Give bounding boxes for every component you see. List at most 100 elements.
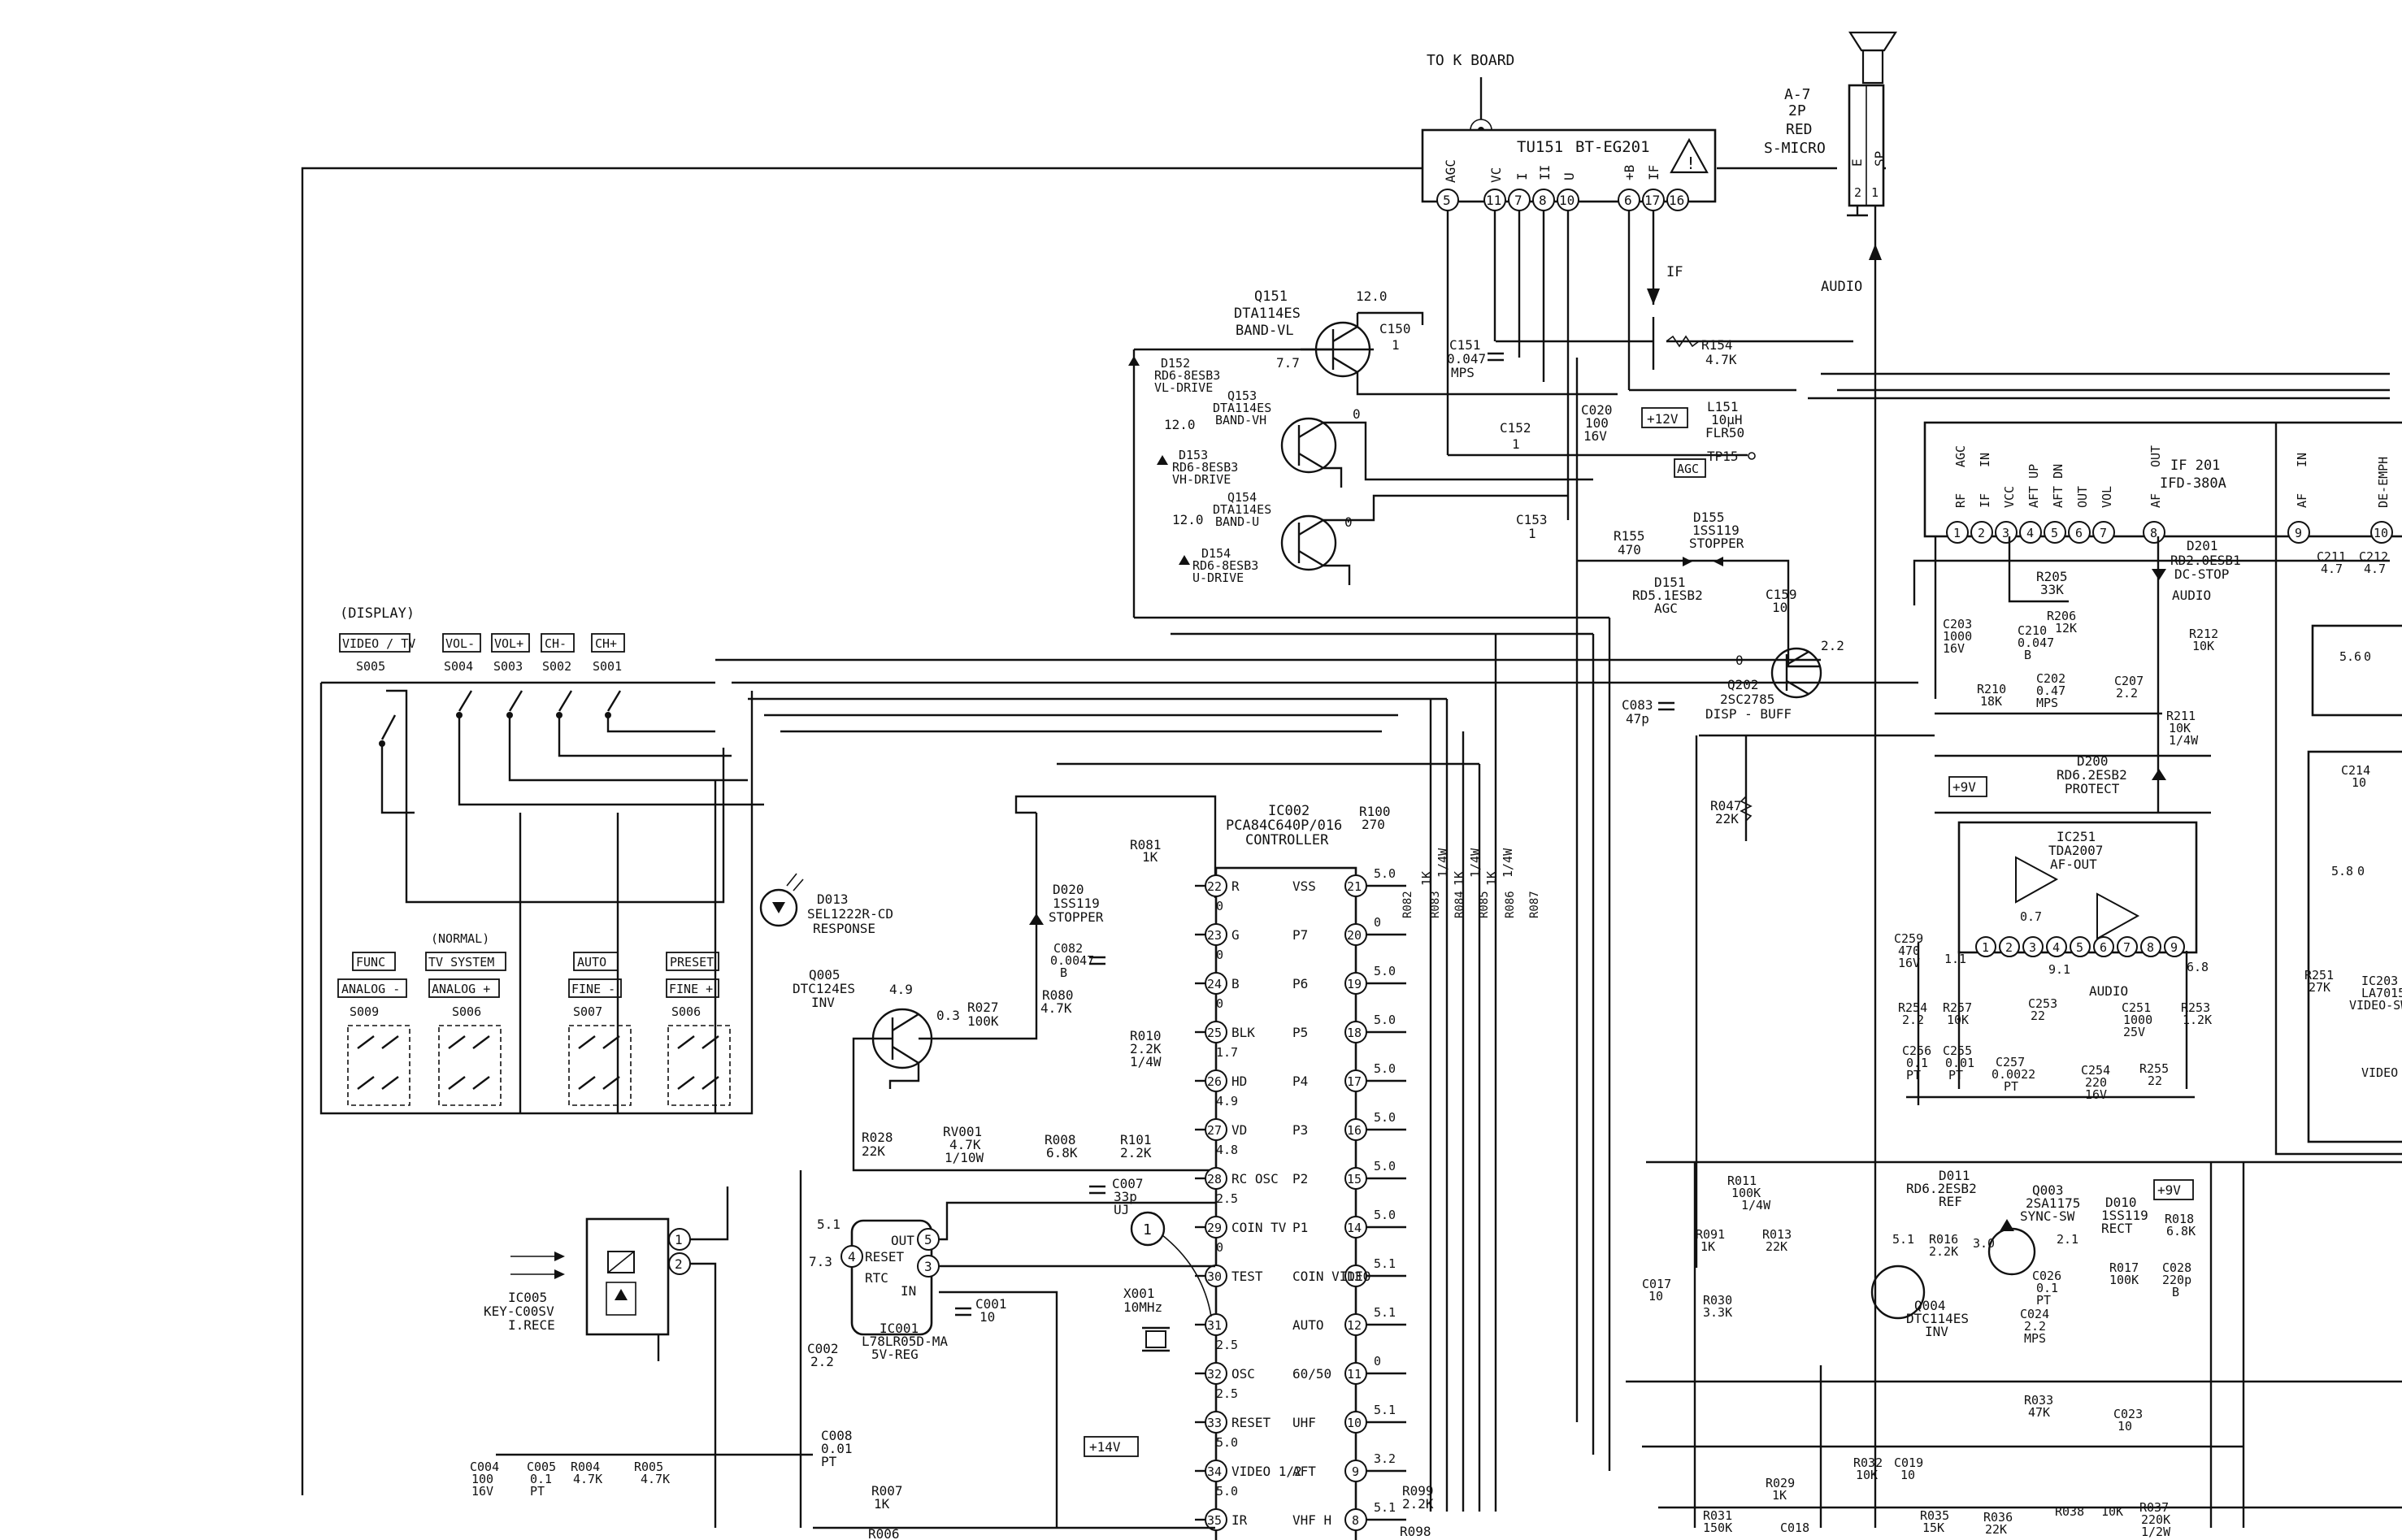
- svg-text:Q153: Q153: [1227, 388, 1257, 403]
- svg-text:C083: C083: [1622, 697, 1653, 713]
- svg-text:P7: P7: [1292, 927, 1308, 943]
- band-switch-section: Q151 DTA114ES BAND-VL 12.0 7.7 C150 1 C1…: [1128, 288, 1797, 618]
- svg-text:AF-OUT: AF-OUT: [2050, 857, 2097, 872]
- svg-text:DE-EMPH: DE-EMPH: [2376, 457, 2391, 508]
- svg-text:Q003: Q003: [2032, 1182, 2064, 1198]
- r047-ref: R047: [1710, 798, 1742, 813]
- svg-text:3: 3: [924, 1259, 932, 1274]
- svg-text:1: 1: [1528, 526, 1536, 541]
- svg-text:COIN VIDEO: COIN VIDEO: [1292, 1269, 1370, 1284]
- svg-text:R255: R255: [2139, 1061, 2169, 1076]
- svg-text:2SC2785: 2SC2785: [1720, 692, 1774, 707]
- svg-text:26: 26: [1207, 1074, 1222, 1089]
- svg-text:1K: 1K: [1419, 871, 1434, 886]
- tuner-pin-label-u: U: [1562, 172, 1577, 180]
- q202-buffer: 0 2.2 Q202 2SC2785 DISP - BUFF C083 47p: [1622, 638, 1844, 727]
- svg-text:21: 21: [1347, 879, 1362, 894]
- svg-text:10K: 10K: [1947, 1013, 1969, 1027]
- svg-text:5.1: 5.1: [1374, 1256, 1396, 1271]
- svg-text:0.047: 0.047: [1447, 351, 1486, 367]
- svg-text:13: 13: [1347, 1269, 1362, 1284]
- svg-text:2: 2: [675, 1256, 683, 1272]
- svg-text:16: 16: [1669, 193, 1684, 208]
- svg-text:3.2: 3.2: [1374, 1451, 1396, 1466]
- svg-text:R257: R257: [1943, 1000, 1972, 1015]
- svg-text:AFT DN: AFT DN: [2051, 464, 2065, 508]
- svg-text:D152: D152: [1161, 356, 1190, 371]
- a7-label-sp: SP: [1872, 151, 1887, 167]
- svg-text:RTC: RTC: [865, 1270, 888, 1286]
- audio-label-2: AUDIO: [2089, 983, 2128, 999]
- r100-ref: R100: [1359, 804, 1391, 819]
- svg-text:12.0: 12.0: [1164, 417, 1196, 432]
- if-area-wiring: [1808, 372, 2390, 814]
- svg-text:VD: VD: [1231, 1122, 1247, 1138]
- svg-text:D151: D151: [1654, 575, 1686, 590]
- svg-text:470: 470: [1898, 944, 1920, 958]
- c082-type: B: [1060, 965, 1067, 980]
- top-switch-symbols: [379, 689, 622, 747]
- svg-text:REF: REF: [1939, 1194, 1962, 1209]
- r101-ref: R101: [1120, 1132, 1152, 1147]
- svg-text:D011: D011: [1939, 1168, 1970, 1183]
- svg-text:P2: P2: [1292, 1171, 1308, 1186]
- svg-text:2.2: 2.2: [1821, 638, 1844, 653]
- switch-label-auto: AUTO: [577, 955, 606, 970]
- r212-ref: R212: [2189, 627, 2218, 641]
- svg-text:0.1: 0.1: [2036, 1281, 2058, 1295]
- switch-label-vol-minus: VOL-: [445, 636, 475, 651]
- svg-text:RECT: RECT: [2101, 1221, 2133, 1236]
- svg-text:8: 8: [2147, 940, 2154, 955]
- svg-text:1/4W: 1/4W: [1468, 848, 1483, 878]
- a7-pin-1: 1: [1871, 185, 1879, 200]
- svg-text:1: 1: [1392, 337, 1400, 353]
- svg-text:R251: R251: [2304, 968, 2334, 983]
- svg-text:BAND-VL: BAND-VL: [1236, 323, 1294, 339]
- switch-label-preset: PRESET: [670, 955, 714, 970]
- r205-ref: R205: [2036, 569, 2068, 584]
- svg-text:0.1: 0.1: [1906, 1056, 1928, 1070]
- ic002-pin-31: 312.5: [1195, 1313, 1238, 1352]
- svg-text:B: B: [2172, 1285, 2179, 1299]
- svg-text:PT: PT: [1906, 1068, 1921, 1082]
- svg-text:10K: 10K: [1856, 1468, 1878, 1482]
- r206-val: 12K: [2055, 621, 2077, 636]
- speaker-connector-a7: A-7 2P RED S-MICRO E SP 2 1: [1764, 84, 1887, 207]
- svg-text:2: 2: [2005, 940, 2013, 955]
- svg-text:22: 22: [2031, 1009, 2045, 1023]
- svg-text:2.5: 2.5: [1216, 1338, 1238, 1352]
- svg-text:IR: IR: [1231, 1512, 1248, 1528]
- switch-label-fine-plus: FINE +: [669, 982, 713, 996]
- ic251-pin-9: 9: [2164, 936, 2185, 957]
- q005-inverter: Q005 DTC124ES INV 4.9 0.3: [793, 967, 960, 1117]
- if201-pin-8: 8: [2143, 521, 2165, 544]
- r008-val: 6.8K: [1046, 1145, 1078, 1160]
- svg-text:1/2W: 1/2W: [2141, 1525, 2171, 1539]
- svg-text:30: 30: [1207, 1269, 1222, 1284]
- switch-label-vol-plus: VOL+: [494, 636, 523, 651]
- svg-text:C152: C152: [1500, 420, 1531, 436]
- svg-text:23: 23: [1207, 928, 1222, 943]
- svg-text:C255: C255: [1943, 1043, 1972, 1058]
- svg-text:IN: IN: [2295, 453, 2309, 467]
- svg-text:4.7: 4.7: [2321, 562, 2343, 576]
- r098-ref: R098: [1400, 1524, 1431, 1539]
- svg-text:TP15: TP15: [1707, 449, 1739, 464]
- q003-transistor-icon: [1987, 1227, 2036, 1276]
- svg-text:1K: 1K: [874, 1496, 890, 1512]
- svg-text:INV: INV: [811, 995, 835, 1010]
- svg-text:L78LR05D-MA: L78LR05D-MA: [862, 1334, 948, 1349]
- if-arrow-label: IF: [1666, 264, 1683, 280]
- ic002-controller: IC002 PCA84C640P/016 CONTROLLER R100 270…: [1195, 803, 1541, 1540]
- svg-text:2.2K: 2.2K: [1929, 1244, 1958, 1259]
- svg-text:VIDEO 1/2: VIDEO 1/2: [1231, 1464, 1302, 1479]
- svg-text:1/4W: 1/4W: [1501, 848, 1515, 878]
- svg-text:220p: 220p: [2162, 1273, 2191, 1287]
- svg-text:IN: IN: [901, 1283, 916, 1299]
